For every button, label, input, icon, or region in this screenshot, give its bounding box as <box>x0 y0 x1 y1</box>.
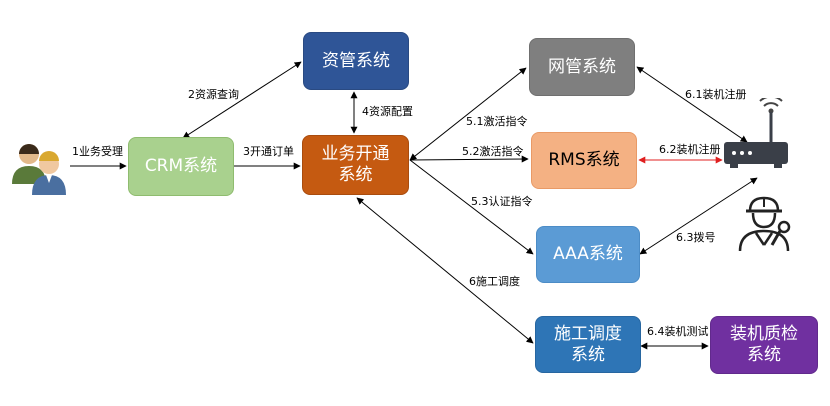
construction-dispatch-node: 施工调度 系统 <box>535 316 641 373</box>
installation-quality-node: 装机质检 系统 <box>710 316 818 374</box>
edge-label-register-61: 6.1装机注册 <box>685 88 747 101</box>
service-provisioning-node: 业务开通 系统 <box>302 135 409 195</box>
users-icon <box>12 144 66 195</box>
edge-label-dispatch-6: 6施工调度 <box>469 275 520 288</box>
arrow-service-construction <box>356 197 534 344</box>
aaa-system-node: AAA系统 <box>536 226 640 283</box>
edge-label-resource-query: 2资源查询 <box>188 88 239 101</box>
arrow-aaa-router <box>639 177 758 255</box>
network-management-node: 网管系统 <box>529 38 635 96</box>
technician-icon <box>738 196 791 252</box>
edge-label-resource-config: 4资源配置 <box>362 105 413 118</box>
edge-label-register-62: 6.2装机注册 <box>659 143 721 156</box>
edge-label-business-accept: 1业务受理 <box>72 145 123 158</box>
edge-label-activate-52: 5.2激活指令 <box>462 145 524 158</box>
arrow-crm-resource <box>182 61 302 139</box>
edge-label-activate-51: 5.1激活指令 <box>466 115 528 128</box>
arrow-network-router <box>636 66 748 143</box>
resource-management-node: 资管系统 <box>303 32 409 90</box>
router-icon <box>724 98 788 168</box>
crm-system-node: CRM系统 <box>128 137 234 196</box>
edge-label-test-64: 6.4装机测试 <box>647 325 709 338</box>
rms-system-node: RMS系统 <box>531 132 637 189</box>
edge-label-open-order: 3开通订单 <box>243 145 294 158</box>
arrow-service-rms <box>409 155 529 163</box>
arrow-service-network <box>409 67 527 161</box>
edge-label-auth-53: 5.3认证指令 <box>471 195 533 208</box>
edge-label-dial-63: 6.3拨号 <box>676 231 716 244</box>
